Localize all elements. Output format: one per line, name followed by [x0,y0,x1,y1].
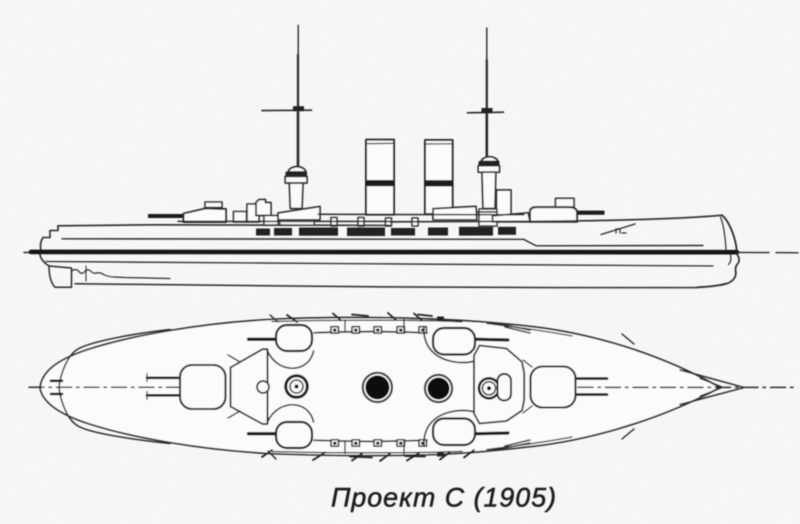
svg-text:Проект С (1905): Проект С (1905) [331,483,557,513]
